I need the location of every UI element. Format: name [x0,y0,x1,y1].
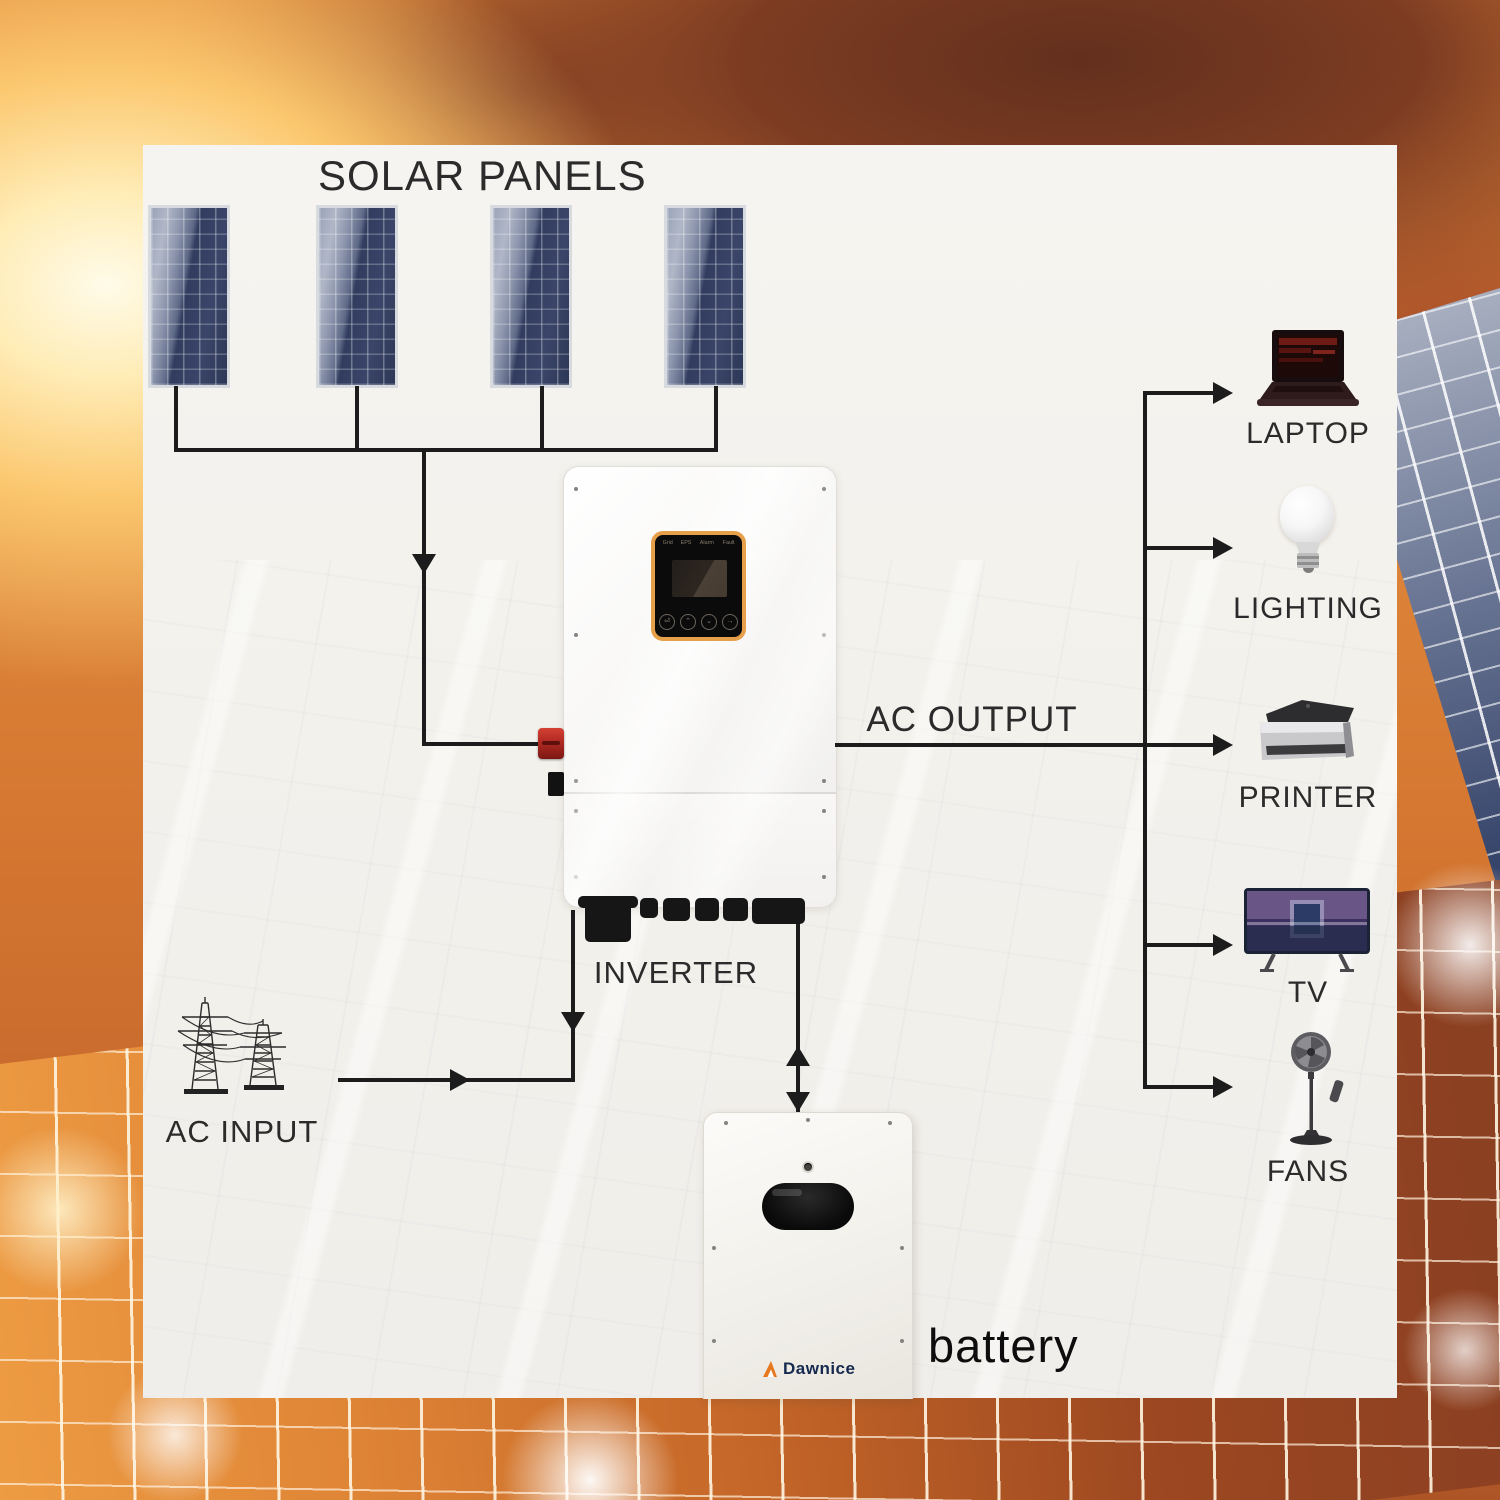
diagram-title: SOLAR PANELS [318,152,647,199]
inverter-display: Grid EPS Alarm Fault ⏎ ⌃ ⌄ → [651,531,746,641]
screw-icon [822,633,826,637]
screw-icon [900,1339,904,1343]
pv-arrowhead-down [412,554,436,574]
ac-input-label: AC INPUT [165,1114,319,1149]
distribution-wire [1143,391,1147,1089]
power-towers-icon [177,997,286,1094]
screw-icon [574,487,578,491]
up-button-icon[interactable]: ⌃ [680,614,696,630]
screw-icon [822,487,826,491]
branch-wire-lighting [1143,546,1215,550]
screw-icon [822,875,826,879]
pv-wire [355,386,359,452]
tv-icon [1244,888,1370,972]
cable-gland-icon [663,898,690,921]
battery-wire [796,910,800,1112]
solar-panel-icon [490,205,572,388]
battery-unit: Dawnice [703,1112,913,1399]
arrowhead-printer [1213,734,1233,756]
enter-button-icon[interactable]: ⏎ [659,614,675,630]
screw-icon [574,779,578,783]
screw-icon [888,1121,892,1125]
screw-icon [822,809,826,813]
status-led-label: Fault [722,540,735,546]
branch-wire-fans [1143,1085,1215,1089]
branch-wire-laptop [1143,391,1215,395]
battery-label: battery [928,1319,1079,1372]
ac-output-label: AC OUTPUT [866,700,1078,739]
lighting-label: LIGHTING [1233,592,1383,625]
cable-gland-icon [723,898,748,921]
dc-switch-icon [538,728,564,759]
battery-indicator-icon [804,1163,812,1171]
inverter-side-port [548,772,564,796]
ac-output-wire [835,743,1215,747]
inverter-label: INVERTER [593,955,759,990]
arrowhead-laptop [1213,382,1233,404]
grid-arrowhead-down [561,1012,585,1032]
printer-icon [1260,700,1354,760]
arrowhead-fans [1213,1076,1233,1098]
pv-wire [714,386,718,452]
inverter-lower-section [564,792,836,907]
inverter-grid-wire [571,910,575,1082]
cable-gland-icon [752,898,805,924]
printer-label: PRINTER [1238,781,1378,814]
down-button-icon[interactable]: ⌄ [701,614,717,630]
cable-gland-icon [695,898,719,921]
fans-label: FANS [1266,1155,1350,1188]
screw-icon [900,1246,904,1250]
battery-display-window [762,1183,854,1230]
laptop-icon [1257,330,1359,406]
cable-gland-icon [640,898,658,918]
screw-icon [712,1246,716,1250]
arrowhead-lighting [1213,537,1233,559]
inverter-unit: Grid EPS Alarm Fault ⏎ ⌃ ⌄ → [563,466,837,908]
battery-arrowhead-down [786,1092,810,1112]
light-bulb-icon [1280,486,1336,573]
battery-arrowhead-up [786,1046,810,1066]
solar-panel-icon [664,205,746,388]
dawnice-logo-icon [763,1361,777,1377]
laptop-label: LAPTOP [1246,417,1370,450]
solar-panel-icon [148,205,230,388]
screw-icon [574,875,578,879]
status-led-label: Grid [662,540,673,546]
solar-panel-icon [316,205,398,388]
status-led-label: EPS [680,540,692,546]
tv-label: TV [1287,976,1329,1009]
pv-wire [540,386,544,452]
pv-wire [174,386,178,452]
screw-icon [574,633,578,637]
pv-bus-wire [174,448,718,452]
lcd-screen [672,560,727,597]
brand-logo: Dawnice [762,1359,855,1379]
screw-icon [724,1121,728,1125]
fan-icon [1290,1032,1344,1145]
right-button-icon[interactable]: → [722,614,738,630]
ac-input-arrowhead [450,1069,470,1091]
status-led-label: Alarm [699,540,714,546]
screw-icon [822,779,826,783]
cable-gland-icon [578,896,638,908]
arrowhead-tv [1213,934,1233,956]
pv-drop-wire [422,448,426,746]
branch-wire-tv [1143,943,1215,947]
screw-icon [574,809,578,813]
brand-name: Dawnice [783,1359,856,1378]
screw-icon [712,1339,716,1343]
screw-icon [806,1118,810,1122]
pv-elbow-wire [422,742,545,746]
